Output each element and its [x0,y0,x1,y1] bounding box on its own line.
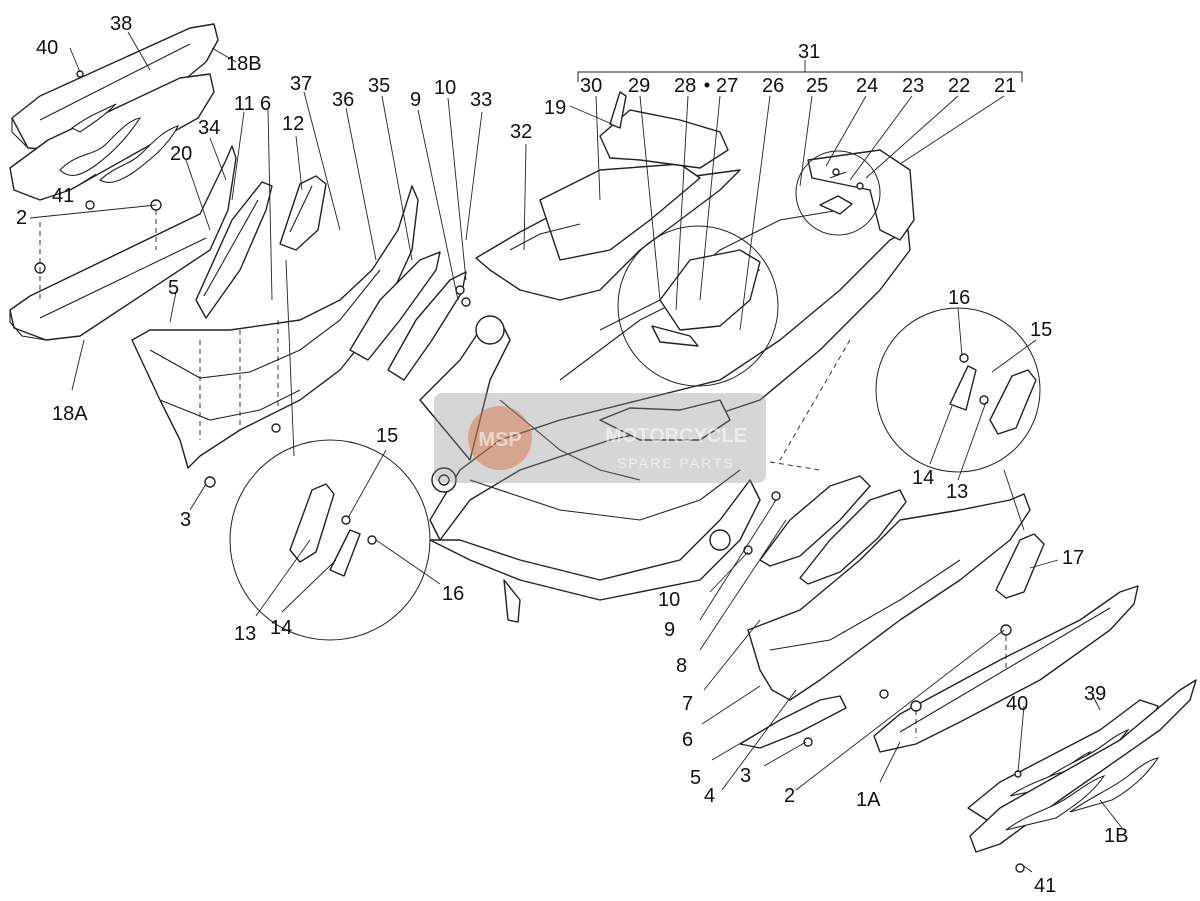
part-35-gasket [387,271,467,381]
callout-labels: 31 30 29 28 27 26 25 24 23 22 21 19 32 3… [16,13,1128,897]
callout-31: 31 [798,41,820,63]
detail-circle-left-bracket [229,439,431,641]
part-leg-shield-right [739,493,1031,749]
callout-30: 30 [580,75,602,97]
callout-12: 12 [282,113,304,135]
callout-26: 26 [762,75,784,97]
part-36-gasket [349,251,441,361]
callout-18B: 18B [226,53,262,75]
detail-circle-top-right [795,150,881,236]
callout-2-bottom: 2 [784,785,795,807]
watermark: MSP MOTORCYCLE SPARE PARTS [434,393,766,483]
callout-15-right: 15 [1030,319,1052,341]
callout-24: 24 [856,75,878,97]
callout-18A: 18A [52,403,88,425]
callout-dot [704,82,710,88]
callout-27: 27 [716,75,738,97]
callout-37: 37 [290,73,312,95]
watermark-line1: MOTORCYCLE [605,425,747,447]
part-1A-side-panel-right [873,585,1139,753]
callout-20: 20 [170,143,192,165]
callout-13-left: 13 [234,623,256,645]
part-38-footrest-mat-left [9,73,215,201]
callout-3-left: 3 [180,509,191,531]
part-17-bracket [995,533,1045,599]
callout-29: 29 [628,75,650,97]
callout-9-top: 9 [410,89,421,111]
callout-33: 33 [470,89,492,111]
detail-circle-right-bracket [875,307,1041,473]
callout-16-right: 16 [948,287,970,309]
callout-3-bottom: 3 [740,765,751,787]
callout-10-bottom: 10 [658,589,680,611]
callout-32: 32 [510,121,532,143]
callout-41-bottom: 41 [1034,875,1056,897]
callout-22: 22 [948,75,970,97]
callout-36: 36 [332,89,354,111]
callout-25: 25 [806,75,828,97]
callout-21: 21 [994,75,1016,97]
callout-5-bottom: 5 [690,767,701,789]
callout-13-right: 13 [946,481,968,503]
callout-19: 19 [544,97,566,119]
callout-14-right: 14 [912,467,934,489]
leader-lines [29,31,1123,873]
callout-4: 4 [704,785,715,807]
callout-9-bottom: 9 [664,619,675,641]
part-18A-side-panel-left [9,145,237,341]
part-gasket-right [759,475,907,585]
callout-40-right: 40 [1006,693,1028,715]
fasteners-right [743,491,1025,873]
part-underseat-tray [475,91,741,301]
watermark-badge: MSP [478,429,521,451]
callout-35: 35 [368,75,390,97]
callout-40-top: 40 [36,37,58,59]
callout-6-bottom: 6 [682,729,693,751]
part-1B-footboard-right [969,679,1197,853]
part-12-bracket [279,175,327,251]
callout-28: 28 [674,75,696,97]
callout-7: 7 [682,693,693,715]
callout-39: 39 [1084,683,1106,705]
callout-6-top: 6 [260,93,271,115]
callout-1A: 1A [856,789,881,811]
callout-14-left: 14 [270,617,292,639]
watermark-line2: SPARE PARTS [617,455,735,471]
callout-15-left: 15 [376,425,398,447]
callout-23: 23 [902,75,924,97]
detail-circle-seat-pad [617,225,779,387]
part-34-inner-panel [195,181,273,319]
callout-2-left: 2 [16,207,27,229]
callout-8: 8 [676,655,687,677]
callout-5-left: 5 [168,277,179,299]
scooter-frame [419,149,915,623]
callout-16-left: 16 [442,583,464,605]
callout-17: 17 [1062,547,1084,569]
part-leg-shield-left [131,185,419,469]
callout-11: 11 [234,93,255,115]
callout-10-top: 10 [434,77,456,99]
callout-34: 34 [198,117,220,139]
callout-38: 38 [110,13,132,35]
callout-1B: 1B [1104,825,1128,847]
callout-41-top: 41 [52,185,74,207]
